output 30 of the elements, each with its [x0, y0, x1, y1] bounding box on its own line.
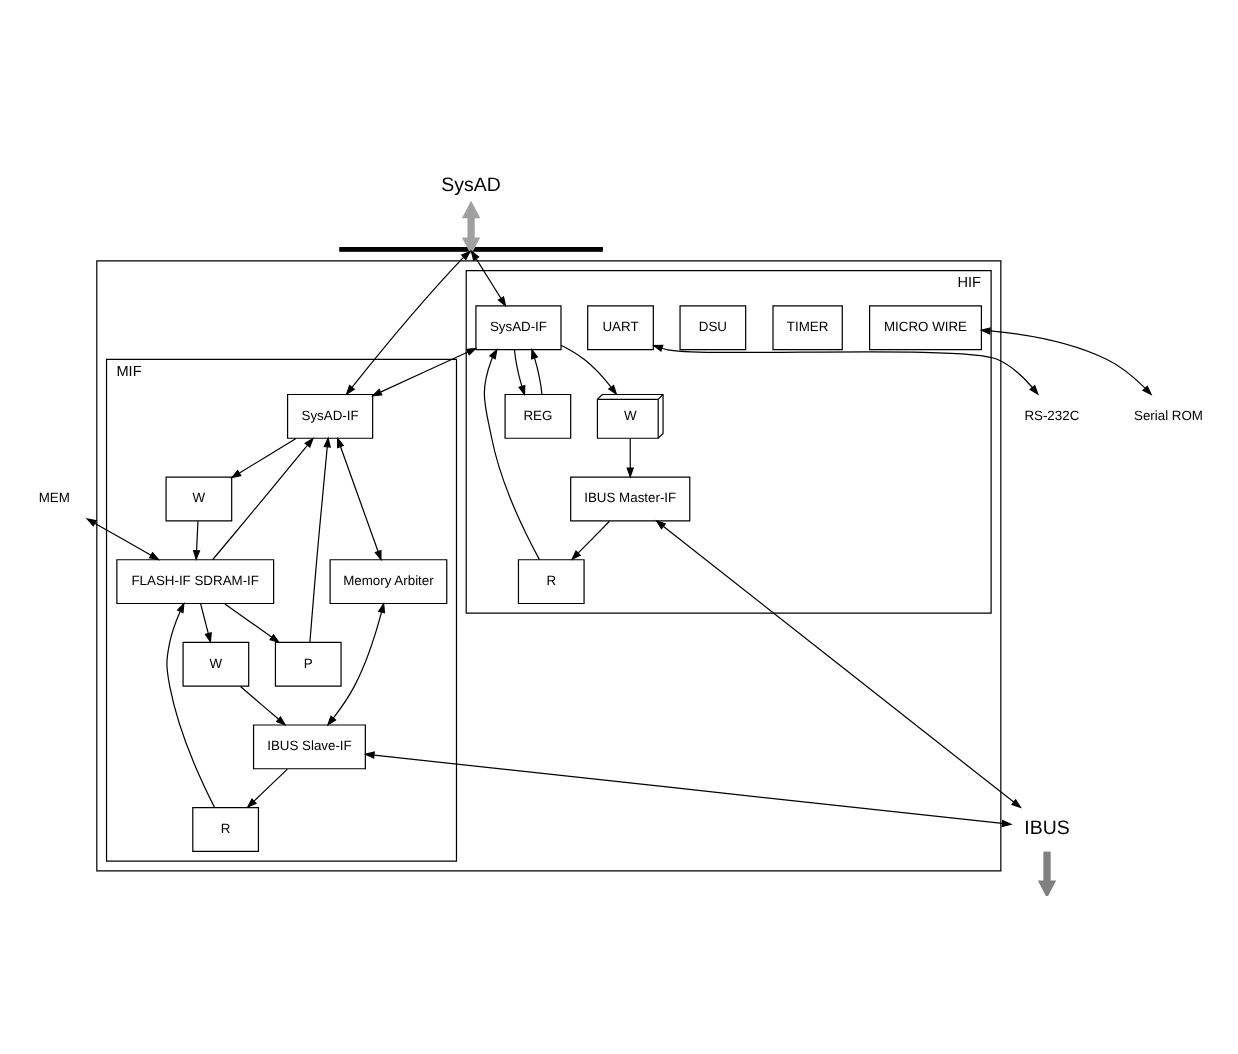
arrow — [239, 684, 287, 725]
arrow — [470, 248, 507, 307]
arrow — [200, 602, 212, 643]
arrow — [224, 602, 281, 643]
arrow — [371, 346, 478, 396]
arrow — [979, 326, 1153, 395]
arrow — [363, 750, 1013, 827]
arrow — [166, 601, 216, 807]
arrow — [531, 347, 543, 395]
arrow — [655, 518, 1022, 808]
node-text: SysAD — [441, 174, 501, 197]
arrow — [246, 767, 289, 808]
arrow — [309, 435, 332, 642]
arrow — [230, 436, 297, 478]
arrow — [626, 437, 635, 478]
arrow — [560, 343, 618, 395]
arrow — [85, 517, 161, 560]
arrow — [570, 519, 611, 560]
node-text: IBUS — [1024, 817, 1070, 840]
arrow — [212, 436, 315, 560]
arrow — [1037, 850, 1057, 895]
arrow — [513, 348, 526, 396]
arrow — [337, 435, 382, 561]
arrow — [192, 519, 201, 561]
arrow — [652, 343, 1039, 395]
arrow — [461, 199, 481, 254]
node-bar — [339, 245, 603, 251]
arrow — [326, 601, 386, 726]
arrow — [345, 249, 472, 395]
arrow — [483, 347, 540, 560]
